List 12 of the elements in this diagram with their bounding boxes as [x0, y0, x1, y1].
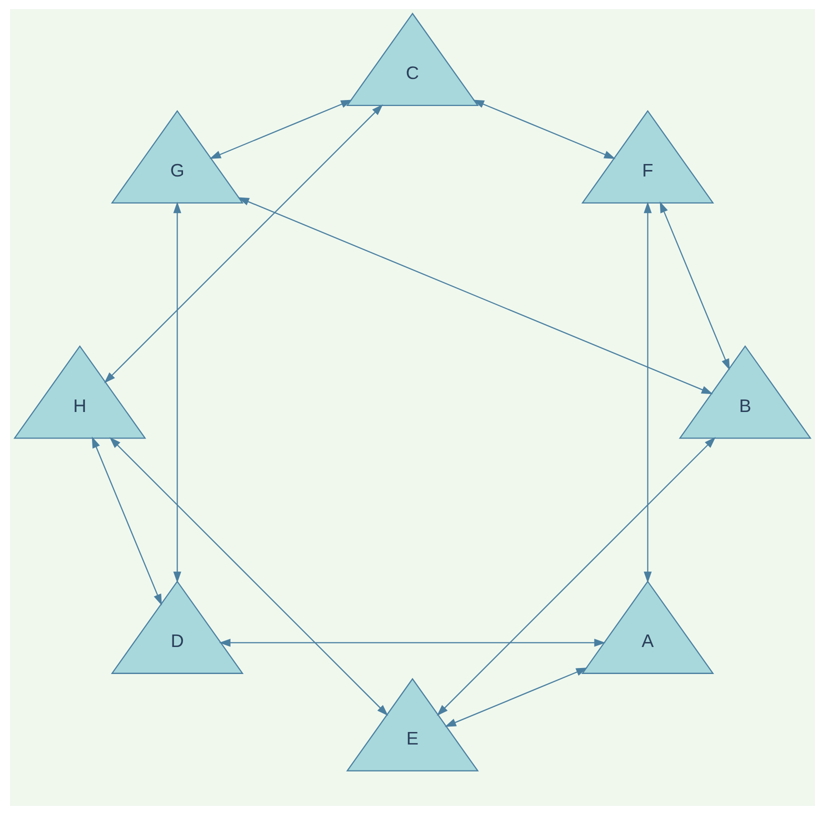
arrow — [208, 99, 352, 158]
arrow — [472, 99, 616, 158]
arrow — [91, 436, 162, 605]
arrow — [643, 201, 652, 582]
arrow — [104, 104, 383, 383]
arrow — [172, 201, 181, 582]
arrow — [444, 667, 588, 726]
arrow — [108, 436, 388, 716]
arrow — [659, 200, 730, 370]
arrow — [218, 638, 606, 646]
arrow — [436, 436, 716, 716]
arrow — [237, 196, 712, 394]
